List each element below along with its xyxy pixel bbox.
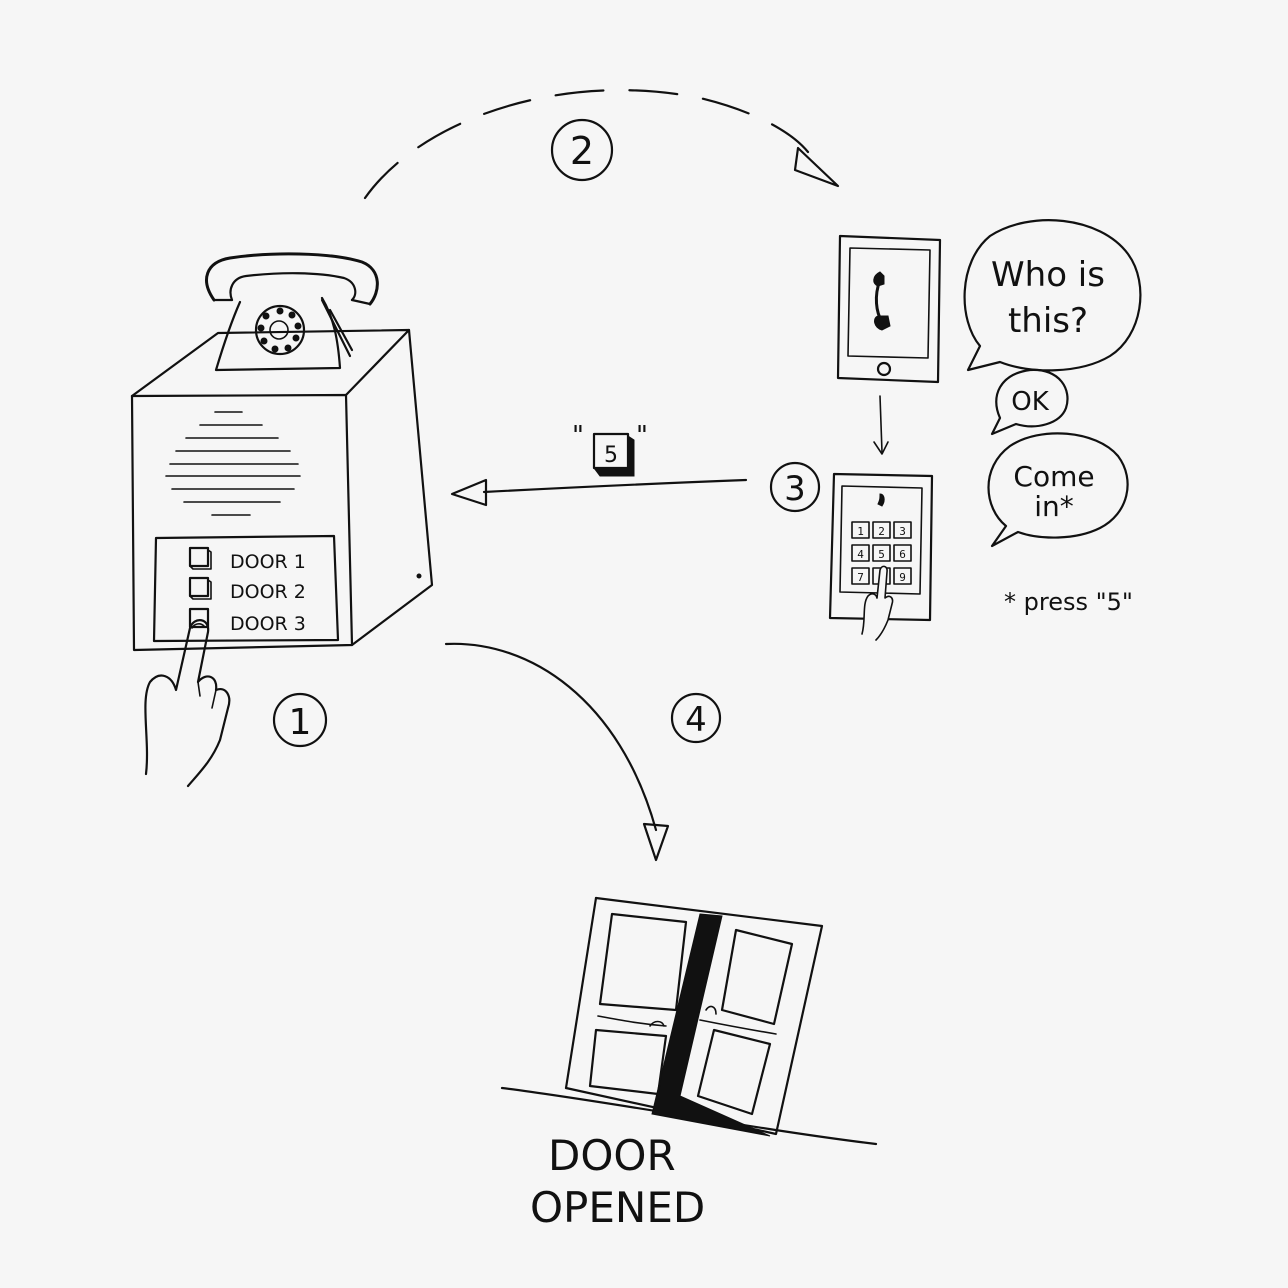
keypad-key-6[interactable]: 6 (894, 545, 911, 561)
telephone-icon (207, 254, 378, 370)
smartphone-icon (838, 236, 940, 382)
keypad-key-9[interactable]: 9 (894, 568, 911, 584)
keypad-key-1[interactable]: 1 (852, 522, 869, 538)
svg-text:5: 5 (878, 548, 885, 561)
svg-text:1: 1 (857, 525, 864, 538)
speaker-grille-icon (166, 412, 300, 515)
intercom-button-door-2[interactable]: DOOR 2 (190, 578, 306, 603)
key-5-label: 5 (604, 443, 618, 468)
step2-badge: 2 (552, 120, 612, 180)
handset-icon (874, 272, 890, 330)
svg-text:3: 3 (899, 525, 906, 538)
step3-arrow (452, 480, 746, 505)
keypad-key-2[interactable]: 2 (873, 522, 890, 538)
door-opened-label: DOOR OPENED (530, 1131, 705, 1232)
svg-text:7: 7 (857, 571, 864, 584)
speech-bubble-come-in: Come in* (989, 433, 1128, 546)
footnote-press-5: * press "5" (1004, 588, 1133, 616)
step1-number: 1 (289, 702, 312, 743)
keypad-key-4[interactable]: 4 (852, 545, 869, 561)
keypad-key-3[interactable]: 3 (894, 522, 911, 538)
keypad-key-7[interactable]: 7 (852, 568, 869, 584)
key-close-quote: " (636, 421, 648, 451)
speech-ok: OK (1011, 387, 1049, 417)
key-open-quote: " (572, 421, 584, 451)
step1-badge: 1 (274, 694, 326, 746)
door-opened-line2: OPENED (530, 1183, 705, 1232)
svg-text:6: 6 (899, 548, 906, 561)
speech-come-line1: Come (1013, 460, 1094, 493)
step3-number: 3 (784, 469, 806, 509)
speech-bubble-ok: OK (992, 370, 1068, 434)
door-3-label: DOOR 3 (230, 613, 306, 635)
step2-number: 2 (570, 129, 594, 173)
svg-text:4: 4 (857, 548, 864, 561)
double-door-icon (502, 898, 876, 1144)
svg-text:2: 2 (878, 525, 885, 538)
door-1-label: DOOR 1 (230, 551, 306, 573)
step2-arrow (365, 90, 838, 198)
step4-arrow (446, 644, 668, 860)
pointing-hand-icon (145, 620, 229, 786)
step4-badge: 4 (672, 694, 720, 742)
door-opened-line1: DOOR (548, 1131, 676, 1180)
speech-who-line1: Who is (991, 255, 1105, 295)
step4-number: 4 (685, 700, 707, 740)
intercom-button-door-1[interactable]: DOOR 1 (190, 548, 306, 573)
door-2-label: DOOR 2 (230, 581, 306, 603)
phone-to-keypad-arrow (874, 396, 888, 454)
keypad-key-5[interactable]: 5 (873, 545, 890, 561)
speech-come-line2: in* (1034, 490, 1074, 523)
key-5-message: " 5 " (572, 421, 648, 476)
svg-text:9: 9 (899, 571, 906, 584)
speech-bubble-who: Who is this? (965, 220, 1141, 370)
step3-badge: 3 (771, 463, 819, 511)
speech-who-line2: this? (1008, 301, 1088, 341)
